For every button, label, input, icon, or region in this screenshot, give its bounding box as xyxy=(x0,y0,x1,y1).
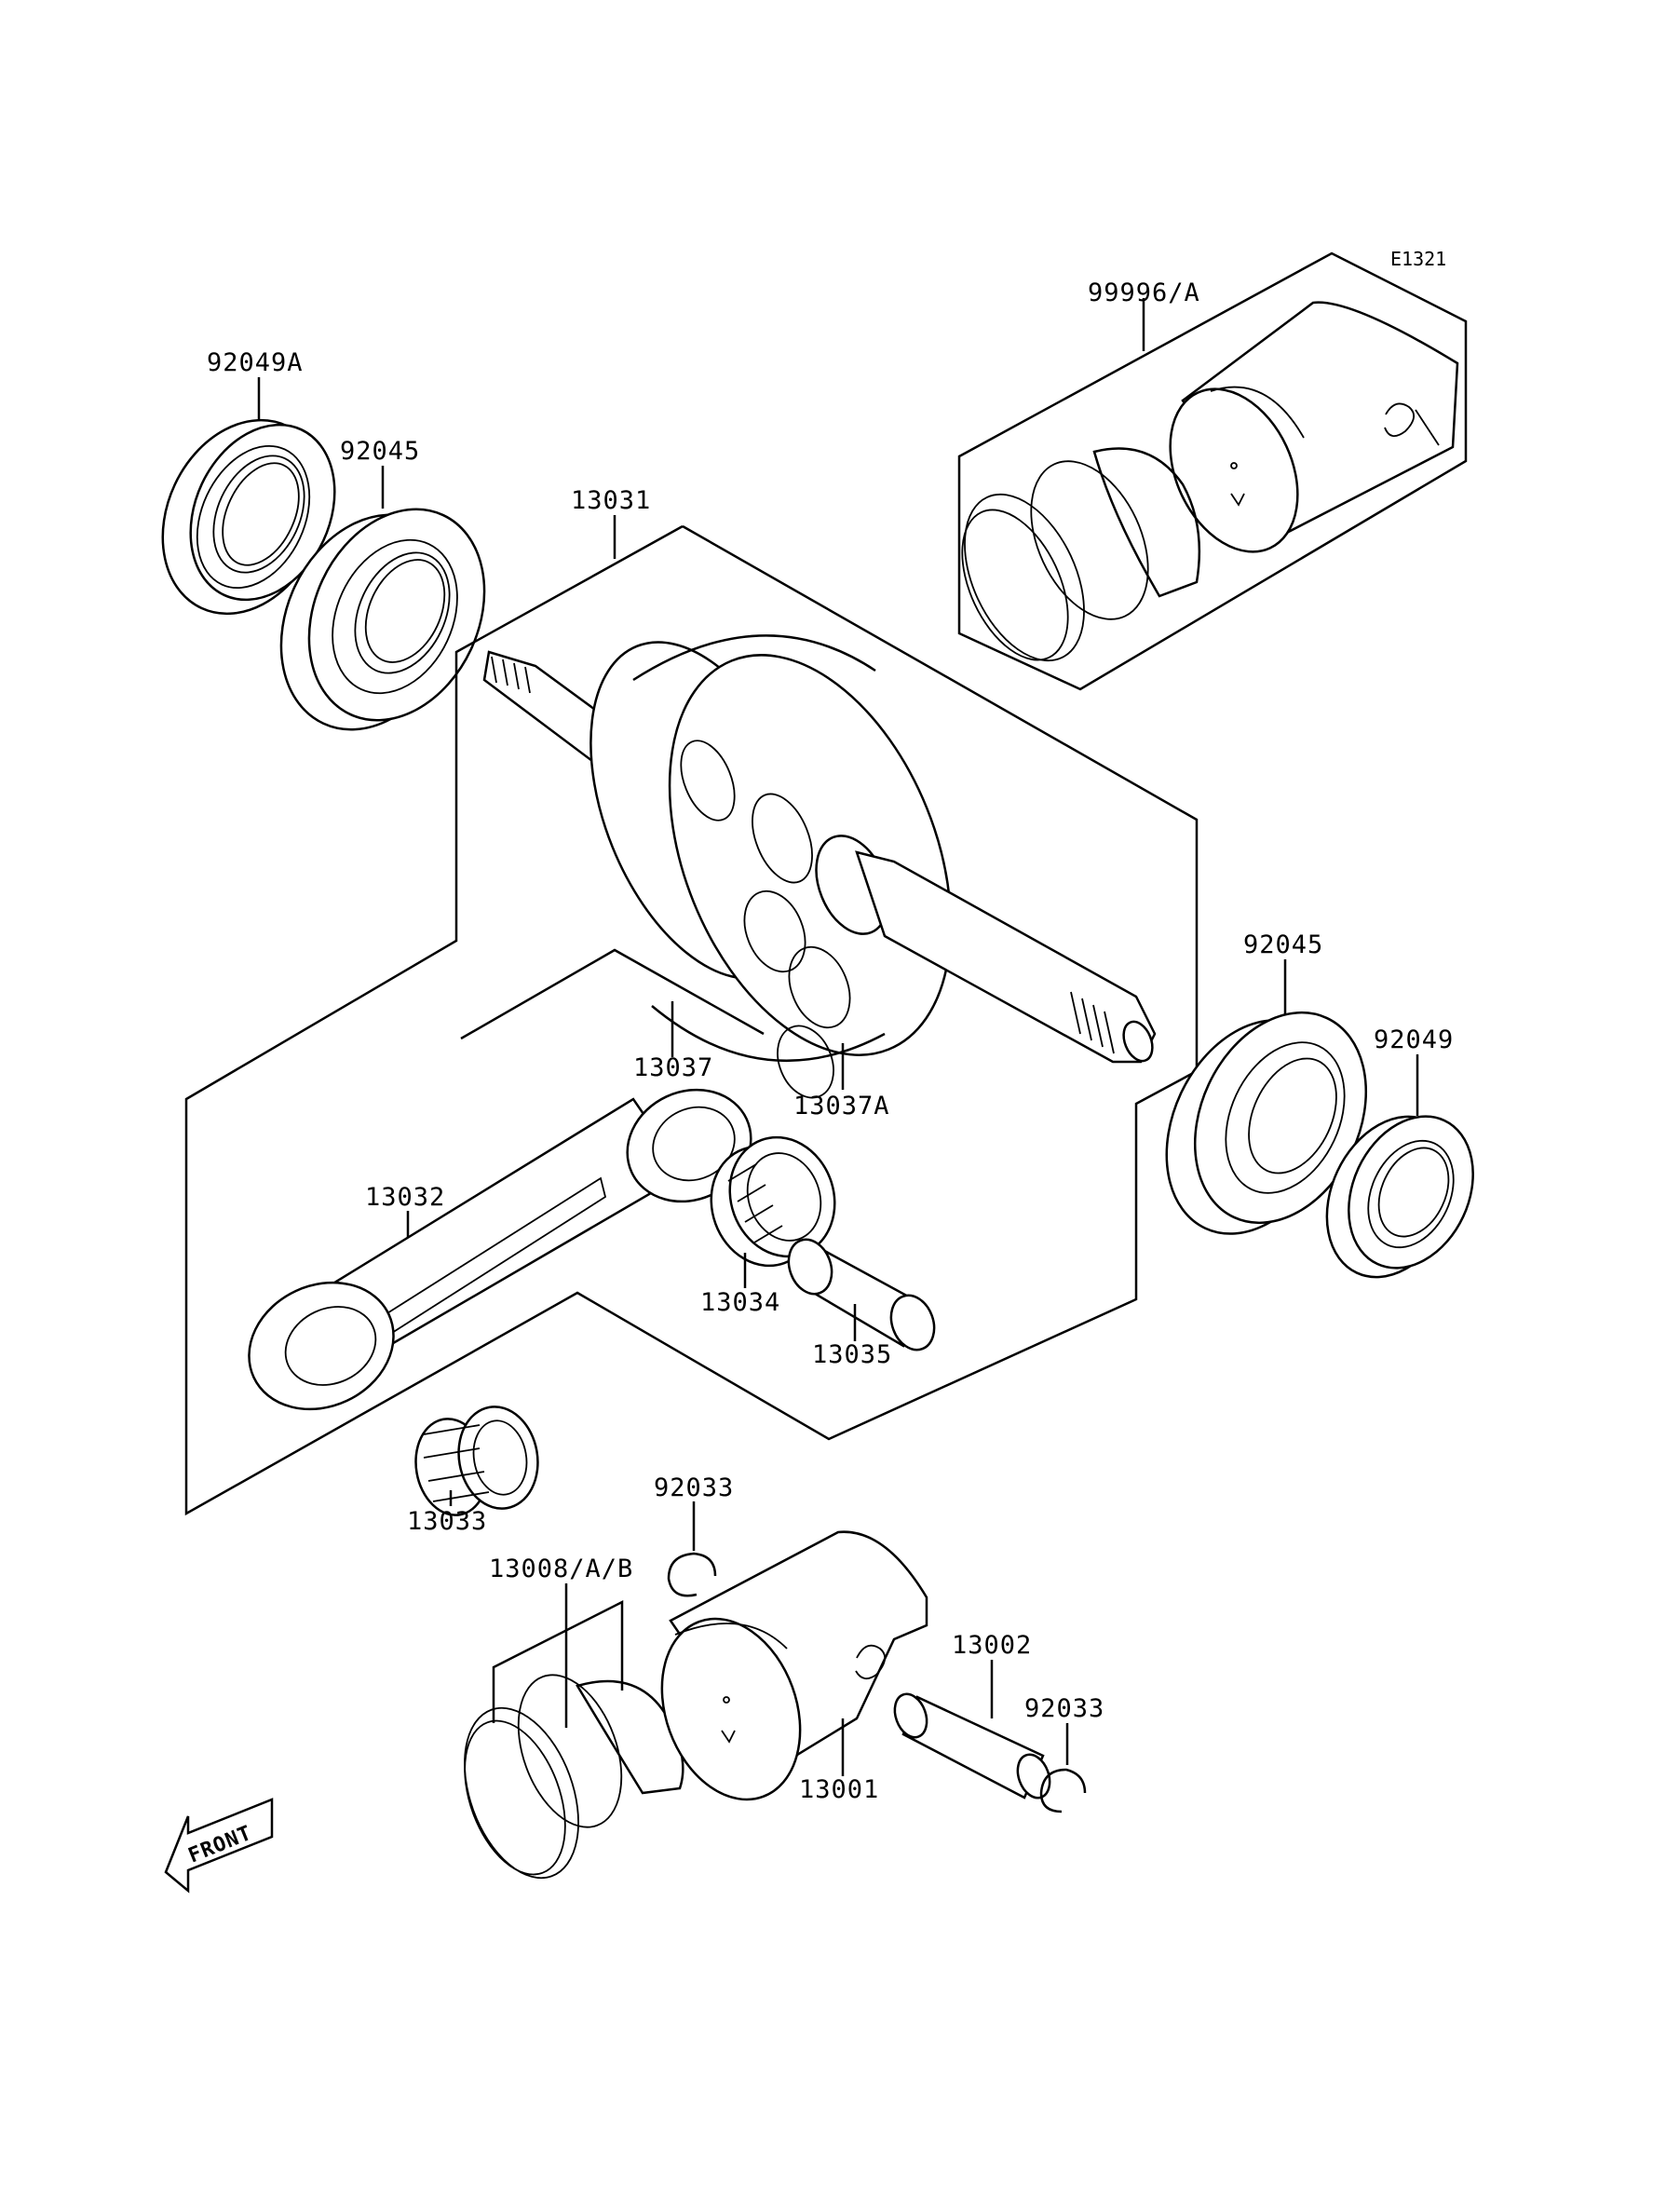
label-99996A: 99996/A xyxy=(1088,278,1200,307)
crank-pin-13035: 13035 xyxy=(787,1238,936,1369)
label-13001: 13001 xyxy=(799,1775,879,1804)
crankshaft xyxy=(482,634,1157,1099)
piston-group: 92033 13008/A/B 13001 13002 xyxy=(464,1473,1104,1880)
piston-kit-group: 99996/A xyxy=(957,251,1468,691)
piston-kit-piston xyxy=(1169,301,1459,553)
front-direction-arrow: FRONT xyxy=(164,1798,274,1894)
label-92045-right: 92045 xyxy=(1243,930,1323,959)
circlip-left xyxy=(667,1552,717,1597)
circlip-right xyxy=(1039,1768,1087,1813)
label-13034: 13034 xyxy=(700,1288,780,1317)
label-13032: 13032 xyxy=(365,1183,445,1212)
label-13037A: 13037A xyxy=(793,1092,890,1120)
piston-rings xyxy=(464,1674,684,1880)
label-92033-right: 92033 xyxy=(1024,1694,1104,1723)
oil-seal-92049: 92049 xyxy=(1325,1025,1474,1279)
crankshaft-group: 13031 13037 xyxy=(184,486,1199,1516)
piston-kit-rings xyxy=(961,447,1201,662)
label-13033: 13033 xyxy=(407,1507,487,1536)
bearing-92045-left: 92045 xyxy=(279,437,486,731)
bearing-92045-right: 92045 xyxy=(1165,930,1368,1235)
piston-pin-13002: 13002 xyxy=(893,1631,1051,1799)
label-13008AB: 13008/A/B xyxy=(489,1555,633,1583)
label-92045-top: 92045 xyxy=(340,437,420,466)
connecting-rod: 13032 xyxy=(248,1088,752,1411)
diagram-code: E1321 xyxy=(1390,248,1446,270)
oil-seal-92049A: 92049A xyxy=(161,348,336,616)
needle-bearing-13034: 13034 xyxy=(700,1135,836,1317)
label-13031: 13031 xyxy=(571,486,651,515)
label-92049: 92049 xyxy=(1374,1025,1454,1054)
label-13035: 13035 xyxy=(812,1340,892,1369)
piston-13001: 13001 xyxy=(660,1530,928,1804)
label-92049A: 92049A xyxy=(207,348,304,377)
label-13037: 13037 xyxy=(633,1053,713,1082)
label-13002: 13002 xyxy=(952,1631,1032,1660)
label-92033-left: 92033 xyxy=(654,1473,734,1502)
needle-bearing-13033: 13033 xyxy=(407,1406,539,1536)
